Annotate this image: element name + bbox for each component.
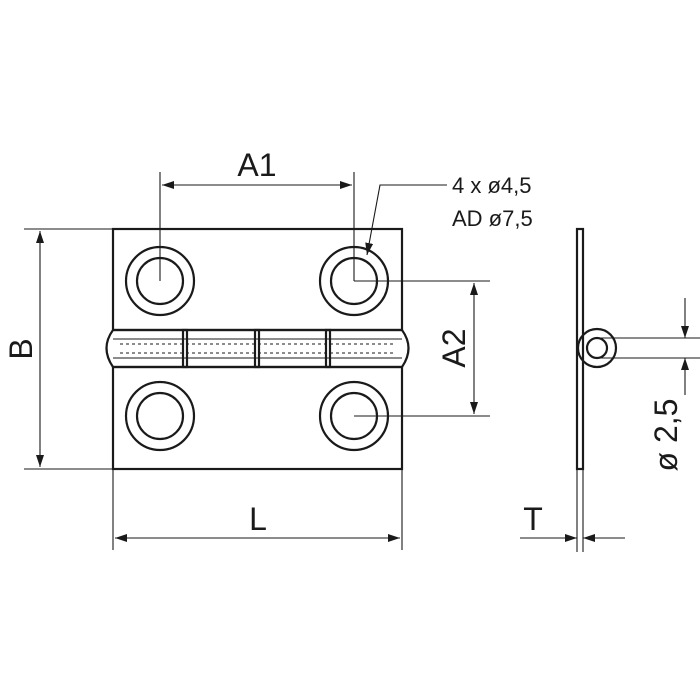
side-view-knuckle	[576, 327, 618, 369]
hole-note: 4 x ø4,5 AD ø7,5	[365, 173, 533, 256]
dimension-a1: A1	[159, 147, 355, 281]
dimension-a2-label: A2	[436, 328, 472, 367]
dimension-b: B	[3, 228, 113, 470]
dimension-t: T	[520, 469, 625, 552]
dimension-pin-diameter: ø 2,5	[597, 298, 700, 471]
mounting-hole-bottom-left	[124, 380, 196, 452]
dimension-l-label: L	[249, 501, 267, 537]
hole-note-count: 4 x ø4,5	[452, 173, 531, 198]
dimension-a1-label: A1	[237, 147, 276, 183]
hole-note-countersink: AD ø7,5	[452, 206, 533, 231]
dimension-a2: A2	[354, 280, 490, 417]
dimension-t-label: T	[523, 501, 543, 537]
hinge-side-view	[575, 227, 618, 471]
hinge-knuckle	[105, 328, 410, 369]
dimension-l: L	[112, 469, 403, 550]
dimension-pin-label: ø 2,5	[648, 399, 684, 472]
hinge-front-view	[105, 227, 410, 471]
dimension-b-label: B	[3, 338, 39, 359]
